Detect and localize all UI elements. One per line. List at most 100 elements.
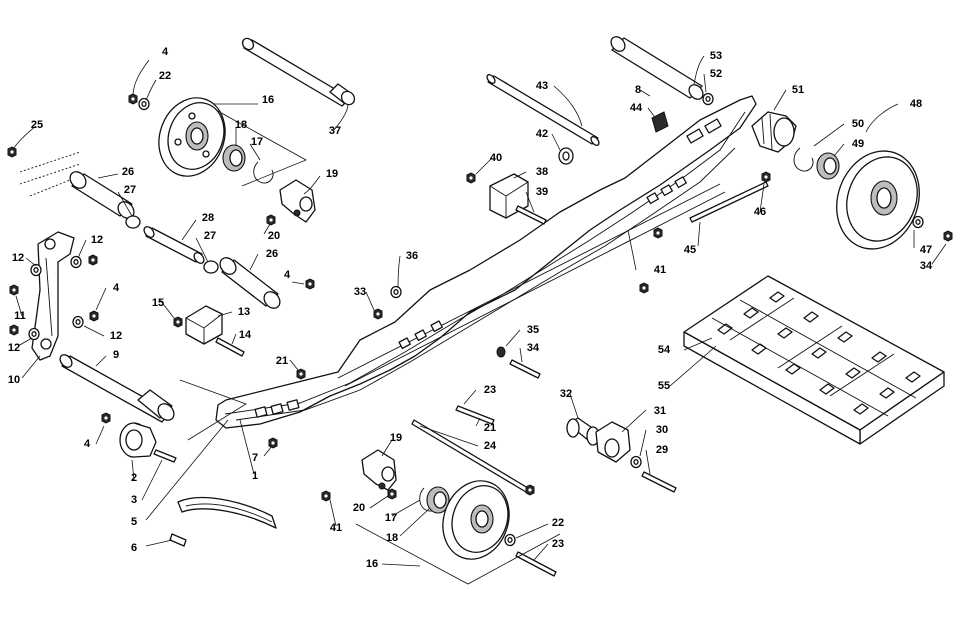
washer-52 [702, 92, 714, 106]
callout-26-upper: 26 [122, 166, 134, 178]
nut-46 [761, 171, 771, 183]
callout-19-upper: 19 [326, 168, 338, 180]
idler-wheel-48 [836, 150, 920, 250]
callout-40: 40 [490, 152, 502, 164]
callout-4-rail: 4 [284, 269, 291, 281]
nut-4-c [101, 412, 111, 424]
bolt-29 [641, 471, 677, 493]
callout-38: 38 [536, 166, 548, 178]
callout-45: 45 [684, 244, 696, 256]
nut-4-d [305, 278, 315, 290]
callout-13: 13 [238, 306, 250, 318]
callout-21-mid: 21 [484, 422, 496, 434]
bracket-19-lower [361, 449, 397, 491]
washer-12-a [30, 263, 42, 277]
nut-40 [466, 172, 476, 184]
callout-48: 48 [910, 98, 922, 110]
callout-53: 53 [710, 50, 722, 62]
callout-47: 47 [920, 244, 932, 256]
callout-16-lower: 16 [366, 558, 378, 570]
bolt-34 [509, 359, 541, 379]
callout-4-top: 4 [162, 46, 169, 58]
callout-7: 7 [252, 452, 258, 464]
bracket-19-upper [279, 179, 316, 223]
callout-16-upper: 16 [262, 94, 274, 106]
bolt-39 [515, 205, 547, 225]
nut-15 [173, 316, 183, 328]
callout-23-lower: 23 [552, 538, 564, 550]
pin-28 [143, 226, 205, 264]
washer-12-c [72, 315, 84, 329]
callout-22-lower: 22 [552, 517, 564, 529]
track-54 [683, 275, 945, 445]
idler-wheel-lower [442, 480, 510, 560]
shaft-8 [610, 36, 704, 100]
callout-41-right: 41 [654, 264, 666, 276]
callout-14: 14 [239, 329, 252, 341]
bolt-23-lower [515, 551, 557, 577]
nut-4-a [88, 254, 98, 266]
callout-12-b: 12 [91, 234, 103, 246]
spacer-42 [558, 147, 574, 165]
washer-12-b [70, 255, 82, 269]
callout-24: 24 [484, 440, 497, 452]
callout-52: 52 [710, 68, 722, 80]
callout-9: 9 [113, 349, 119, 361]
snap-ring-upper-left [253, 161, 274, 184]
bolt-25 [7, 146, 81, 197]
washer-30 [630, 455, 642, 469]
suspension-arm-10 [31, 231, 75, 361]
callout-31: 31 [654, 405, 666, 417]
callout-5: 5 [131, 516, 137, 528]
callout-11: 11 [14, 310, 26, 322]
bolt-24 [411, 419, 535, 496]
bolt-34-right [943, 230, 953, 242]
callout-3: 3 [131, 494, 137, 506]
washer-36 [390, 285, 402, 299]
slide-rail [215, 95, 757, 429]
callout-44: 44 [630, 102, 643, 114]
shaft-43 [486, 74, 600, 146]
callout-17-lower: 17 [385, 512, 397, 524]
bolt-21-front [296, 368, 306, 380]
callout-35: 35 [527, 324, 539, 336]
group-bracket-lower-wheel [355, 523, 561, 585]
callout-23-mid: 23 [484, 384, 496, 396]
callout-12-a: 12 [12, 252, 24, 264]
snap-ring-50 [793, 147, 814, 172]
callout-22-top: 22 [159, 70, 171, 82]
shaft-9 [59, 354, 175, 423]
callout-10: 10 [8, 374, 20, 386]
bolt-11 [9, 284, 19, 296]
pin-14 [215, 337, 245, 357]
leader-lines [13, 55, 947, 567]
bearing-49 [816, 152, 840, 180]
screw-6 [169, 533, 187, 547]
callout-49: 49 [852, 138, 864, 150]
bearing-18-lower [426, 486, 450, 514]
bearing-upper-left [222, 144, 246, 172]
callout-34-mid: 34 [527, 342, 540, 354]
callout-41-lower: 41 [330, 522, 342, 534]
callout-27-upper: 27 [124, 184, 136, 196]
bushing-27-lower [203, 260, 219, 274]
spacer-32 [566, 417, 600, 446]
callout-34-right: 34 [920, 260, 933, 272]
nut-4-b [89, 310, 99, 322]
axle-37 [241, 37, 356, 107]
nut-20-lower [387, 488, 397, 500]
washer-part-22 [138, 97, 150, 111]
callout-4-cap: 4 [84, 438, 91, 450]
callout-29: 29 [656, 444, 668, 456]
group-bracket-cap [179, 379, 247, 441]
callout-18-upper: 18 [235, 119, 247, 131]
nut-7 [268, 437, 278, 449]
callout-51: 51 [792, 84, 804, 96]
nut-33 [373, 308, 383, 320]
callout-4-left: 4 [113, 282, 120, 294]
callout-15: 15 [152, 297, 164, 309]
callout-30: 30 [656, 424, 668, 436]
callout-25: 25 [31, 119, 43, 131]
bolt-41-lower [321, 490, 331, 502]
